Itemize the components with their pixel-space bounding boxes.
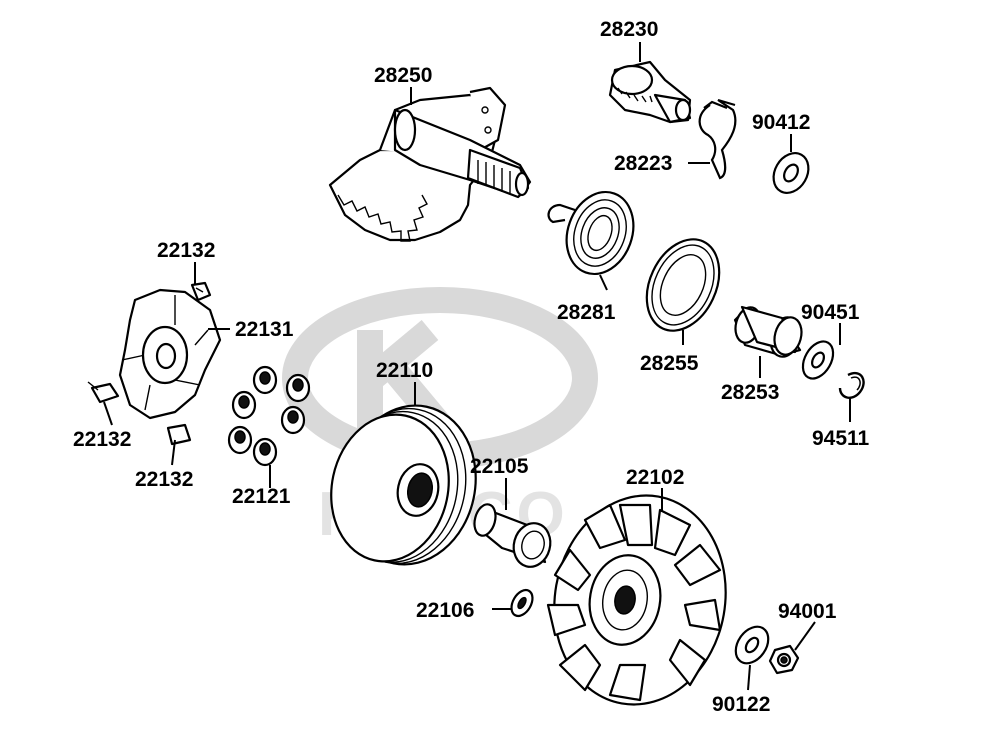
circlip-94511-part[interactable]: [838, 372, 865, 399]
kick-spring-part[interactable]: [547, 183, 645, 284]
fan-22102-part[interactable]: [538, 482, 742, 718]
label-22106: 22106: [416, 599, 474, 622]
kick-driven-gear-part[interactable]: [608, 60, 692, 124]
label-28281: 28281: [557, 301, 616, 324]
label-22132-top: 22132: [157, 239, 215, 262]
collar-22105-part[interactable]: [471, 502, 555, 571]
label-90412: 90412: [752, 111, 810, 134]
label-28223: 28223: [614, 152, 672, 175]
label-22105: 22105: [470, 455, 529, 478]
label-90122: 90122: [712, 693, 770, 716]
slider-22132-left-part[interactable]: [87, 381, 120, 404]
label-22110: 22110: [376, 359, 433, 382]
weight-rollers-22121-part[interactable]: [227, 365, 311, 467]
kick-starter-spindle-part[interactable]: [328, 86, 532, 242]
label-28250: 28250: [374, 64, 432, 87]
slider-22132-bottom-part[interactable]: [166, 423, 192, 446]
washer-90122-part[interactable]: [729, 621, 775, 670]
label-28255: 28255: [640, 352, 699, 375]
leader-lines: [103, 42, 851, 691]
label-22131: 22131: [235, 318, 294, 341]
label-94511: 94511: [812, 427, 870, 450]
label-22132-bottom: 22132: [135, 468, 193, 491]
slider-22132-top-part[interactable]: [190, 281, 212, 302]
washer-90412-part[interactable]: [767, 147, 816, 199]
label-28253: 28253: [721, 381, 779, 404]
nut-94001-part[interactable]: [768, 644, 800, 675]
washer-90451-part[interactable]: [797, 336, 840, 384]
label-22132-left: 22132: [73, 428, 131, 451]
label-22121: 22121: [232, 485, 291, 508]
ramp-plate-22131-part[interactable]: [118, 288, 222, 420]
label-28230: 28230: [600, 18, 658, 41]
label-22102: 22102: [626, 466, 684, 489]
label-90451: 90451: [801, 301, 860, 324]
ring-plate-28255-part[interactable]: [633, 228, 733, 343]
label-94001: 94001: [778, 600, 837, 623]
callout-labels: 28230 28250 90412 28223 22132 22131 2828…: [73, 18, 870, 716]
bushing-28253-part[interactable]: [732, 305, 806, 360]
starter-clip-part[interactable]: [698, 98, 737, 180]
drive-face-22110-part[interactable]: [318, 393, 490, 577]
washer-22106-part[interactable]: [507, 586, 537, 619]
